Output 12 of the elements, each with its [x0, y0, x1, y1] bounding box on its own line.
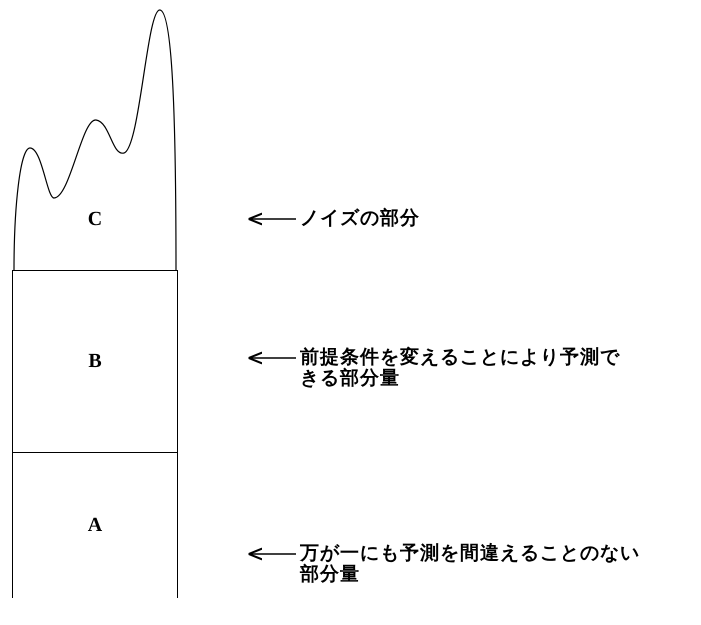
- segment-label: C: [88, 208, 102, 230]
- segment-label: B: [88, 350, 102, 373]
- arrow: [248, 212, 296, 226]
- noise-segment: [12, 8, 178, 270]
- annotation-text: 前提条件を変えることにより予測できる部分量: [300, 347, 620, 389]
- stacked-box: [12, 452, 178, 598]
- annotation-text: ノイズの部分: [300, 208, 600, 229]
- stacked-box: [12, 270, 178, 452]
- segment-label: A: [88, 514, 102, 537]
- arrow: [248, 548, 296, 560]
- annotation-text: 万が一にも予測を間違えることのない部分量: [300, 543, 640, 585]
- arrow: [248, 352, 296, 364]
